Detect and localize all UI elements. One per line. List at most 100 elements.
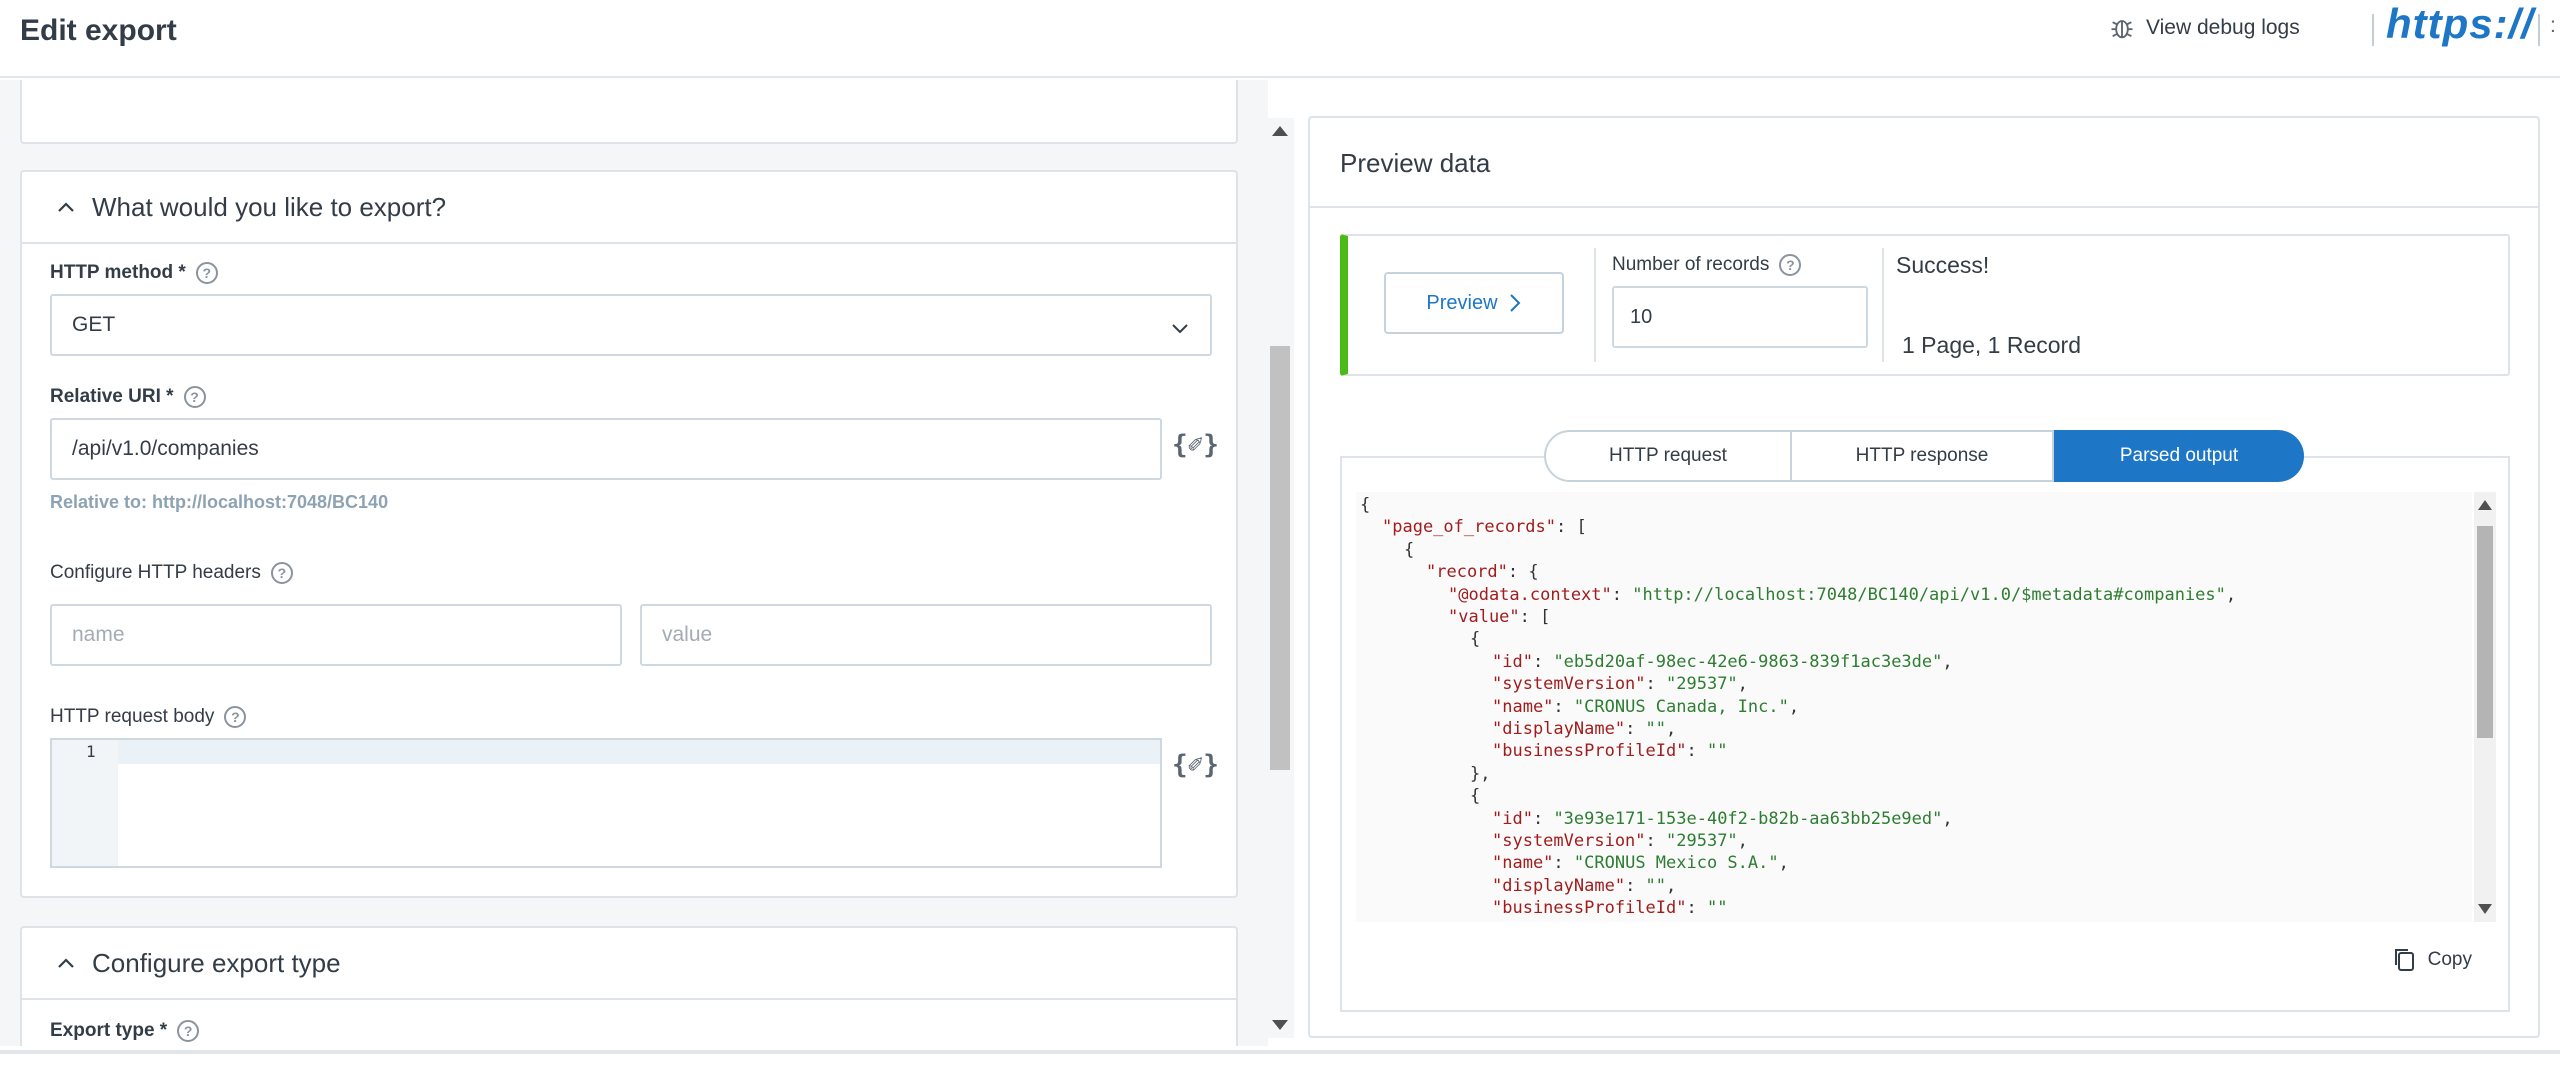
chevron-up-icon xyxy=(58,958,74,968)
num-records-value: 10 xyxy=(1630,305,1653,328)
preview-panel: Preview data Preview Number of records ?… xyxy=(1308,116,2540,1038)
preview-summary: 1 Page, 1 Record xyxy=(1902,332,2082,358)
help-icon[interactable]: ? xyxy=(224,706,247,728)
scroll-down-arrow[interactable] xyxy=(1272,1020,1288,1030)
export-type-header[interactable]: Configure export type xyxy=(22,928,1236,1000)
output-scrollbar[interactable] xyxy=(2474,492,2496,922)
scrollbar-thumb[interactable] xyxy=(2477,526,2493,738)
section-title: What would you like to export? xyxy=(92,191,447,222)
divider xyxy=(1882,248,1884,362)
code-line: "systemVersion": "29537", xyxy=(1492,674,1748,695)
http-method-value: GET xyxy=(72,313,116,336)
chevron-right-icon xyxy=(1509,294,1520,312)
scroll-up-arrow[interactable] xyxy=(1272,126,1288,136)
code-line: "page_of_records": [ xyxy=(1382,517,1587,538)
code-line: { xyxy=(1404,539,1415,560)
http-method-select[interactable]: GET xyxy=(50,294,1212,356)
parsed-output-code[interactable]: {"page_of_records": [{"record": {"@odata… xyxy=(1356,492,2472,922)
help-icon[interactable]: ? xyxy=(195,262,218,284)
chevron-down-icon xyxy=(1172,324,1188,334)
copy-button[interactable]: Copy xyxy=(2392,946,2472,974)
preview-status: Success! xyxy=(1896,252,1990,278)
header-name-placeholder: name xyxy=(72,623,125,646)
num-records-label-text: Number of records xyxy=(1612,254,1770,275)
handlebars-editor-icon[interactable]: {✐} xyxy=(1172,430,1219,460)
tab-parsed-output[interactable]: Parsed output xyxy=(2054,430,2304,482)
code-line: "displayName": "", xyxy=(1492,719,1677,739)
code-line: { xyxy=(1470,629,1481,650)
num-records-input[interactable]: 10 xyxy=(1612,286,1868,348)
preview-title: Preview data xyxy=(1340,148,1491,178)
help-icon[interactable]: ? xyxy=(1779,254,1802,276)
header-divider xyxy=(2372,14,2374,46)
tab-http-response[interactable]: HTTP response xyxy=(1792,430,2054,482)
code-line: { xyxy=(1470,786,1481,807)
code-line: "name": "CRONUS Mexico S.A.", xyxy=(1492,853,1789,874)
relative-uri-label-text: Relative URI * xyxy=(50,386,174,407)
request-body-label: HTTP request body ? xyxy=(50,706,247,728)
code-line: "businessProfileId": "" xyxy=(1492,898,1728,919)
preview-button[interactable]: Preview xyxy=(1384,272,1564,334)
http-method-label-text: HTTP method * xyxy=(50,262,186,283)
help-icon[interactable]: ? xyxy=(183,386,206,408)
header-value-placeholder: value xyxy=(662,623,713,646)
http-headers-label: Configure HTTP headers ? xyxy=(50,562,293,584)
scroll-down-arrow[interactable] xyxy=(2478,904,2492,914)
tab-http-request[interactable]: HTTP request xyxy=(1544,430,1792,482)
active-line-highlight xyxy=(52,740,1160,764)
request-body-label-text: HTTP request body xyxy=(50,706,215,727)
request-body-editor[interactable]: 1 xyxy=(50,738,1162,868)
header-value-input[interactable]: value xyxy=(640,604,1212,666)
export-type-label-text: Export type * xyxy=(50,1020,168,1041)
view-debug-logs-link[interactable]: View debug logs xyxy=(2108,14,2300,42)
handlebars-editor-icon[interactable]: {✐} xyxy=(1172,750,1219,780)
relative-uri-label: Relative URI * ? xyxy=(50,386,206,408)
footer-border xyxy=(0,1050,2560,1054)
header-name-input[interactable]: name xyxy=(50,604,622,666)
relative-uri-hint: Relative to: http://localhost:7048/BC140 xyxy=(50,492,389,512)
editor-gutter xyxy=(52,740,118,866)
output-box: {"page_of_records": [{"record": {"@odata… xyxy=(1340,456,2510,1012)
line-number: 1 xyxy=(86,742,96,761)
scroll-up-arrow[interactable] xyxy=(2478,500,2492,510)
export-form-panel: What would you like to export? HTTP meth… xyxy=(0,80,1268,1046)
help-icon[interactable]: ? xyxy=(270,562,293,584)
code-line: "id": "eb5d20af-98ec-42e6-9863-839f1ac3e… xyxy=(1492,651,1953,672)
num-records-label: Number of records ? xyxy=(1612,254,1802,276)
http-headers-label-text: Configure HTTP headers xyxy=(50,562,261,583)
what-to-export-header[interactable]: What would you like to export? xyxy=(22,172,1236,244)
code-line: "id": "3e93e171-153e-40f2-b82b-aa63bb25e… xyxy=(1492,808,1953,829)
http-method-label: HTTP method * ? xyxy=(50,262,218,284)
copy-label: Copy xyxy=(2427,949,2472,970)
code-line: "displayName": "", xyxy=(1492,875,1677,896)
header-divider xyxy=(2538,14,2540,46)
code-line: "name": "CRONUS Canada, Inc.", xyxy=(1492,696,1800,717)
code-line: "@odata.context": "http://localhost:7048… xyxy=(1448,584,2237,605)
divider xyxy=(1310,206,2538,208)
relative-uri-value: /api/v1.0/companies xyxy=(72,437,259,460)
chevron-up-icon xyxy=(58,202,74,212)
section-title: Configure export type xyxy=(92,947,341,978)
export-type-section: Configure export type Export type * ? xyxy=(20,926,1238,1046)
code-line: "record": { xyxy=(1426,562,1539,583)
code-line: "businessProfileId": "" xyxy=(1492,741,1728,762)
bug-icon xyxy=(2111,20,2133,39)
relative-uri-input[interactable]: /api/v1.0/companies xyxy=(50,418,1162,480)
code-line: }, xyxy=(1470,763,1491,784)
code-line: "value": [ xyxy=(1448,607,1551,627)
code-line: "systemVersion": "29537", xyxy=(1492,831,1748,851)
help-icon[interactable]: ? xyxy=(177,1020,200,1042)
header-more[interactable]: : xyxy=(2550,14,2556,37)
page-title: Edit export xyxy=(20,14,177,47)
what-to-export-section: What would you like to export? HTTP meth… xyxy=(20,170,1238,898)
output-tabs: HTTP request HTTP response Parsed output xyxy=(1544,430,2304,482)
copy-icon xyxy=(2394,949,2414,971)
code-line: { xyxy=(1360,495,1371,515)
scrollbar-thumb[interactable] xyxy=(1270,346,1290,770)
form-scrollbar[interactable] xyxy=(1266,118,1294,1038)
connector-logo: https:// xyxy=(2386,0,2534,47)
divider xyxy=(1594,248,1596,362)
view-debug-logs-label: View debug logs xyxy=(2146,16,2300,39)
preview-run-box: Preview Number of records ? 10 Success! … xyxy=(1340,234,2510,376)
top-bar: Edit export View debug logs https:// : xyxy=(0,0,2560,78)
